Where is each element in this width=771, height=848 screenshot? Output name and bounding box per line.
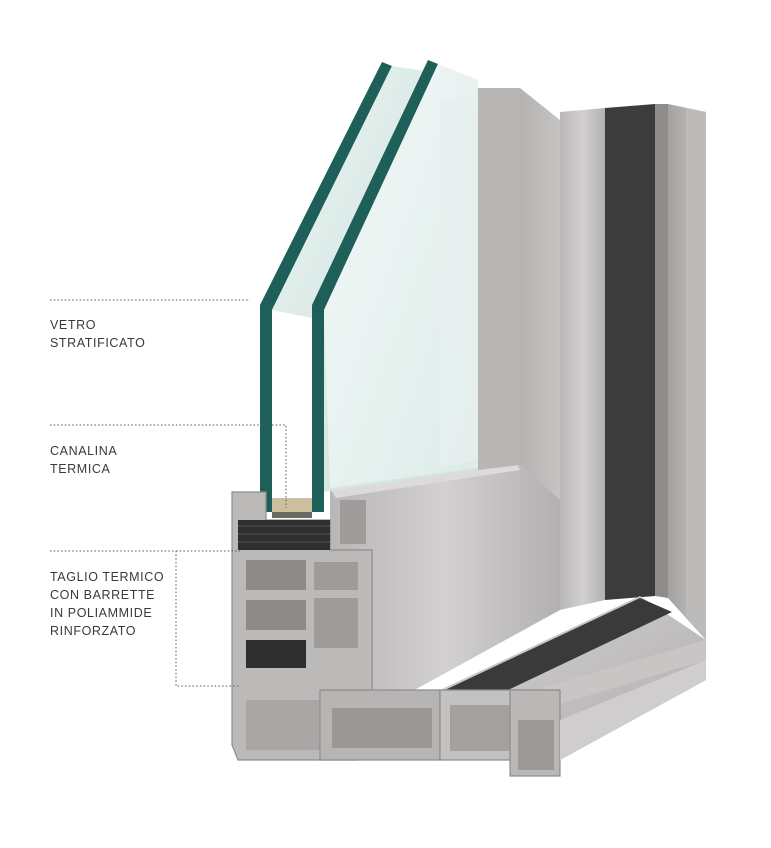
label-line: RINFORZATO: [50, 624, 137, 638]
label-line: TAGLIO TERMICO: [50, 570, 165, 584]
label-line: STRATIFICATO: [50, 336, 146, 350]
label-line: VETRO: [50, 318, 97, 332]
profile-cross-section: [231, 491, 706, 777]
leader-line-taglio: [50, 550, 240, 687]
label-taglio-termico: TAGLIO TERMICO CON BARRETTE IN POLIAMMID…: [50, 568, 164, 640]
label-vetro-stratificato: VETRO STRATIFICATO: [50, 316, 145, 352]
leader-line-canalina: [50, 424, 287, 508]
label-line: CANALINA: [50, 444, 118, 458]
leader-lines: [50, 299, 287, 687]
label-line: CON BARRETTE: [50, 588, 156, 602]
label-canalina-termica: CANALINA TERMICA: [50, 442, 117, 478]
double-glazing: [260, 60, 478, 512]
label-line: IN POLIAMMIDE: [50, 606, 153, 620]
thermal-spacer: [272, 498, 312, 518]
label-line: TERMICA: [50, 462, 111, 476]
